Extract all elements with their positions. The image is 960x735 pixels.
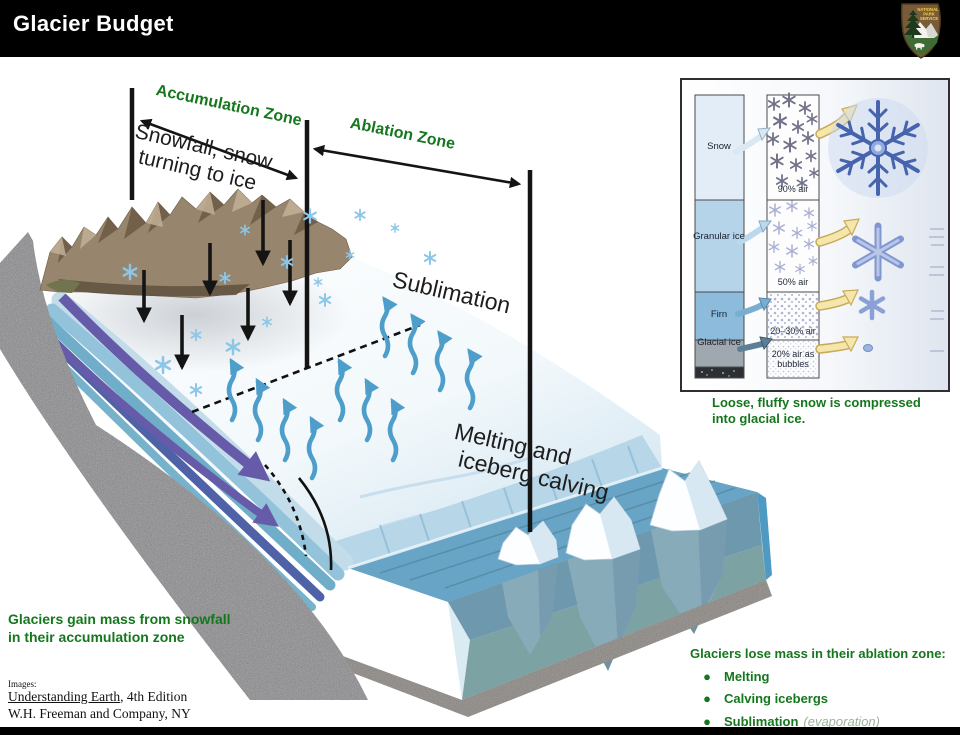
nps-arrowhead-logo-icon: NATIONAL PARK SERVICE	[900, 3, 942, 59]
large-snowflake-photo	[828, 98, 928, 198]
logo-text: PARK	[923, 12, 935, 17]
header-bar: Glacier Budget	[0, 0, 960, 57]
granular-crystal-photo	[852, 222, 904, 282]
ablation-note-heading: Glaciers lose mass in their ablation zon…	[690, 646, 946, 661]
logo-tree-icon	[904, 10, 922, 38]
stage-label-snow: Snow	[707, 141, 731, 152]
glacial-ice-texture	[768, 341, 818, 377]
page-scan-artifact	[929, 228, 944, 352]
zone-extent-arrows	[139, 118, 522, 189]
glacier-terminus-face	[330, 435, 662, 568]
air-label-granular: 50% air	[777, 277, 809, 287]
bullet-icon: ●	[703, 668, 711, 684]
firn-texture	[768, 293, 818, 338]
bottom-bar	[0, 727, 960, 735]
mountain-range	[39, 188, 353, 299]
glacial-ice-speckles	[701, 369, 735, 377]
air-label-glacial: 20% air as bubbles	[771, 349, 815, 369]
icebergs	[497, 460, 728, 566]
texture-column	[766, 92, 820, 379]
snow-compression-figure	[682, 80, 948, 390]
stage-column	[694, 94, 745, 379]
glacier-flow-arrows	[42, 293, 279, 527]
bullet-icon: ●	[703, 691, 711, 707]
granite-rock-face	[0, 232, 368, 700]
firn-crystal-photo	[858, 289, 886, 321]
snow-compression-inset: Snow Granular ice Firn Glacial ice 90% a…	[680, 78, 950, 392]
logo-text: NATIONAL	[917, 7, 939, 12]
credits-label: Images:	[8, 679, 37, 689]
stage-label-granular: Granular ice	[693, 231, 745, 242]
equilibrium-dashed-curve	[264, 464, 308, 557]
page-title: Glacier Budget	[13, 11, 174, 36]
accumulation-note: Glaciers gain mass from snowfall in thei…	[8, 611, 231, 646]
inset-caption: Loose, fluffy snow is compressed into gl…	[712, 395, 921, 427]
stage-label-glacial: Glacial ice	[697, 337, 741, 348]
logo-text: SERVICE	[920, 16, 939, 21]
air-label-snow: 90% air	[777, 184, 809, 194]
bullet-icon: ●	[703, 713, 711, 729]
logo-bison-icon	[914, 43, 925, 50]
stage-label-firn: Firn	[710, 309, 728, 320]
bullet-melting: ● Melting	[690, 669, 946, 685]
zone-boundary-bars	[129, 88, 533, 532]
sublimation-arrows	[226, 296, 483, 481]
stage-arrows	[733, 127, 773, 352]
snowfall-arrows	[136, 200, 298, 371]
air-label-firn: 20–30% air	[770, 326, 816, 336]
calving-front-line	[297, 477, 333, 571]
ablation-note: Glaciers lose mass in their ablation zon…	[690, 646, 946, 729]
water-block	[340, 460, 772, 717]
credits-publisher: W.H. Freeman and Company, NY	[8, 705, 191, 721]
credits-source: Understanding Earth, 4th Edition	[8, 689, 188, 704]
bullet-calving: ● Calving icebergs	[690, 691, 946, 707]
image-credits: Images: Understanding Earth, 4th Edition…	[8, 679, 191, 723]
waterline	[347, 466, 663, 570]
glacier-diagram	[0, 88, 772, 717]
ice-bubble-photo	[863, 344, 873, 352]
bullet-sublimation: ● Sublimation (evaporation)	[690, 714, 946, 730]
